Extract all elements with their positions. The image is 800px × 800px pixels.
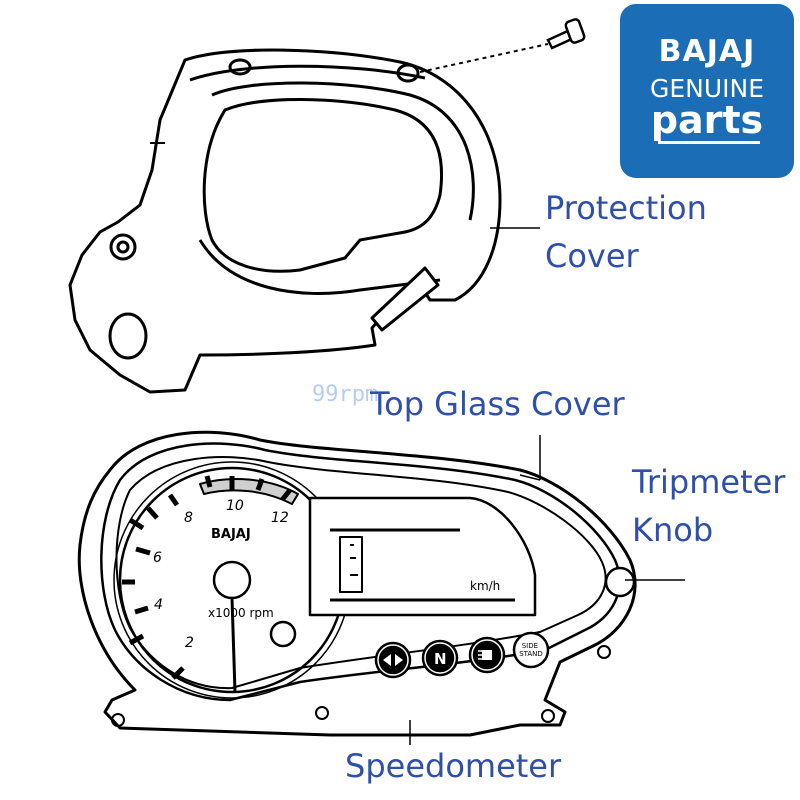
leader-lines <box>409 227 685 745</box>
logo-underline <box>658 141 760 144</box>
tach-unit-label: x1000 rpm <box>208 606 274 620</box>
screw-drawing <box>419 18 586 73</box>
tach-tick-2: 2 <box>185 635 194 651</box>
tach-tick-10: 10 <box>226 498 244 514</box>
side-stand-indicator-label: SIDE STAND <box>519 642 543 658</box>
side-stand-line1: SIDE <box>522 642 538 650</box>
tach-tick-4: 4 <box>154 597 163 613</box>
callout-protection-cover: Protection Cover <box>545 189 707 275</box>
callout-speedometer: Speedometer <box>345 747 562 785</box>
logo-brand-line: BAJAJ <box>658 34 756 69</box>
watermark: 99rpm <box>312 382 379 407</box>
tach-brand-label: BAJAJ <box>211 527 251 542</box>
callout-top-glass-cover: Top Glass Cover <box>370 385 625 423</box>
callout-tripmeter-knob: Tripmeter Knob <box>632 463 786 549</box>
tach-tick-6: 6 <box>153 550 162 566</box>
tach-tick-8: 8 <box>184 510 193 526</box>
indicator-lamps <box>374 631 550 679</box>
protection-cover-drawing <box>68 48 502 394</box>
bajaj-genuine-parts-logo: BAJAJ GENUINE parts <box>620 4 794 178</box>
tach-tick-12: 12 <box>271 510 289 526</box>
speed-unit-label: km/h <box>470 579 500 593</box>
neutral-indicator-label: N <box>434 650 447 668</box>
side-stand-line2: STAND <box>519 650 543 658</box>
logo-genuine-line: GENUINE <box>649 74 765 103</box>
speedometer-drawing <box>77 430 637 737</box>
logo-parts-line: parts <box>650 98 764 142</box>
